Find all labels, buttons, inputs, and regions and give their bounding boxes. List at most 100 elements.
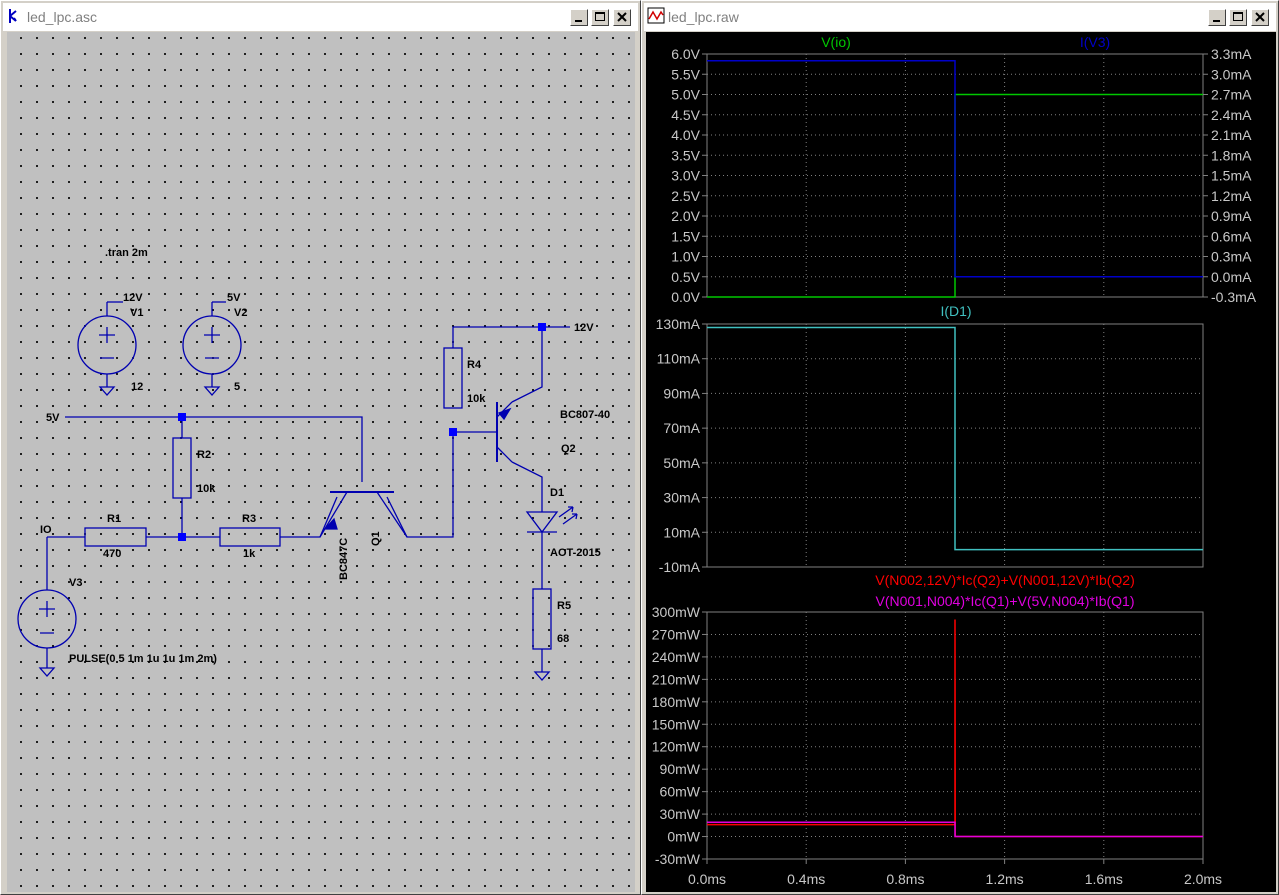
right-tick-label: 3.0mA [1211,66,1252,82]
schematic-drawing: .tran 2m 12V V1 12 5V V2 5 5V R2 10k IO … [17,247,610,681]
right-tick-label: 3.3mA [1211,46,1252,62]
r1-value: 470 [103,548,121,560]
left-tick-label: 5.5V [671,66,700,82]
tran-directive[interactable]: .tran 2m [105,247,148,259]
trace-v-n002-12v-ic-q2-v-n001-12v-ib-q2-[interactable] [707,619,1203,838]
left-tick-label: 210mW [652,671,701,687]
schematic-titlebar[interactable]: led_lpc.asc [3,3,638,31]
v2-value: 5 [234,381,240,393]
trace-title-v-io-[interactable]: V(io) [821,34,851,50]
trace-i-v3-[interactable] [707,59,1203,278]
maximize-icon [595,12,605,21]
trace-v-n001-n004-ic-q1-v-5v-n004-ib-q1-[interactable] [707,821,1203,838]
trace-i-d1-[interactable] [707,326,1203,551]
trace-title-v-n002-12v-ic-q2-v-n001-12v-ib-q2-[interactable]: V(N002,12V)*Ic(Q2)+V(N001,12V)*Ib(Q2) [875,572,1135,588]
left-tick-label: 2.5V [671,188,700,204]
wire-r3-q1 [280,496,338,538]
r2-value: 10k [197,483,216,495]
right-tick-label: 0.9mA [1211,208,1252,224]
r4-symbol[interactable] [443,347,463,409]
r1-name: R1 [107,513,121,525]
r3-symbol[interactable] [219,527,281,547]
left-tick-label: 1.5V [671,228,700,244]
left-tick-label: 6.0V [671,46,700,62]
left-tick-label: 0.5V [671,269,700,285]
trace-title-i-d1-[interactable]: I(D1) [940,303,971,319]
r4-value: 10k [467,393,486,405]
left-tick-label: 50mA [663,455,700,471]
wire-5v-bus [65,416,363,482]
right-tick-label: 0.3mA [1211,249,1252,265]
waveform-titlebar[interactable]: led_lpc.raw [644,3,1276,31]
schematic-minimize-button[interactable] [570,9,588,26]
left-tick-label: 270mW [652,626,701,642]
io-net-label: IO [40,524,52,536]
right-tick-label: 1.5mA [1211,168,1252,184]
r5-symbol[interactable] [532,588,552,650]
q2-transistor-symbol[interactable] [496,401,513,463]
close-icon [617,12,627,22]
waveform-close-button[interactable] [1251,9,1269,26]
left-tick-label: 150mW [652,716,701,732]
minimize-icon [575,20,582,22]
v3-source-symbol[interactable] [17,537,77,677]
d1-led-symbol[interactable] [525,506,578,534]
right-tick-label: 2.7mA [1211,87,1252,103]
left-tick-label: 30mW [660,806,701,822]
ltspice-schematic-icon [9,9,17,23]
schematic-close-button[interactable] [613,9,631,26]
wire-q2c-d1 [511,461,543,512]
q1-transistor-symbol[interactable] [319,491,408,538]
waveform-icon [647,7,665,24]
v3-name: V3 [69,577,82,589]
left-tick-label: 4.0V [671,127,700,143]
minimize-icon [1213,20,1220,22]
q1-model: BC847C [338,538,350,580]
v2-source-symbol[interactable] [182,301,242,396]
schematic-maximize-button[interactable] [591,9,609,26]
left-tick-label: 110mA [657,351,701,367]
r3-value: 1k [243,548,256,560]
junction-r1-r3 [178,533,186,541]
left-tick-label: 2.0V [671,208,700,224]
q2-model: BC807-40 [560,409,610,421]
waveform-plots: 6.0V5.5V5.0V4.5V4.0V3.5V3.0V2.5V2.0V1.5V… [652,34,1257,887]
schematic-canvas[interactable]: .tran 2m 12V V1 12 5V V2 5 5V R2 10k IO … [7,32,635,892]
plot-frame-3 [706,611,1204,860]
v1-name: V1 [130,307,143,319]
left-tick-label: 3.0V [671,168,700,184]
12v-net-label: 12V [574,322,594,334]
v1-net-label: 12V [123,292,143,304]
d1-model: AOT-2015 [550,547,601,559]
wire-12v-q2e [511,327,543,403]
d1-name: D1 [550,487,564,499]
left-tick-label: 60mW [660,784,701,800]
waveform-window-title: led_lpc.raw [668,9,739,25]
r1-symbol[interactable] [84,527,147,547]
left-tick-label: -10mA [659,559,701,575]
x-tick-label: 0.8ms [886,871,924,887]
left-tick-label: 70mA [663,420,700,436]
v3-value: PULSE(0 5 1m 1u 1u 1m 2m) [69,653,217,665]
waveform-minimize-button[interactable] [1208,9,1226,26]
plot-frame-2 [706,323,1204,568]
x-tick-label: 1.6ms [1085,871,1123,887]
waveform-maximize-button[interactable] [1229,9,1247,26]
left-tick-label: 90mA [663,385,700,401]
schematic-window[interactable]: led_lpc.asc [0,0,641,895]
junction-5v [178,413,186,421]
left-tick-label: 120mW [652,739,701,755]
x-tick-label: 1.2ms [986,871,1024,887]
trace-title-v-n001-n004-ic-q1-v-5v-n004-ib-q1-[interactable]: V(N001,N004)*Ic(Q1)+V(5V,N004)*Ib(Q1) [876,593,1135,609]
v1-source-symbol[interactable] [77,301,137,396]
right-tick-label: 1.2mA [1211,188,1252,204]
left-tick-label: 4.5V [671,107,700,123]
x-tick-label: 0.4ms [787,871,825,887]
trace-title-i-v3-[interactable]: I(V3) [1080,34,1110,50]
r2-symbol[interactable] [172,437,192,499]
right-tick-label: 2.4mA [1211,107,1252,123]
r4-name: R4 [467,359,482,371]
left-tick-label: 0.0V [671,289,700,305]
